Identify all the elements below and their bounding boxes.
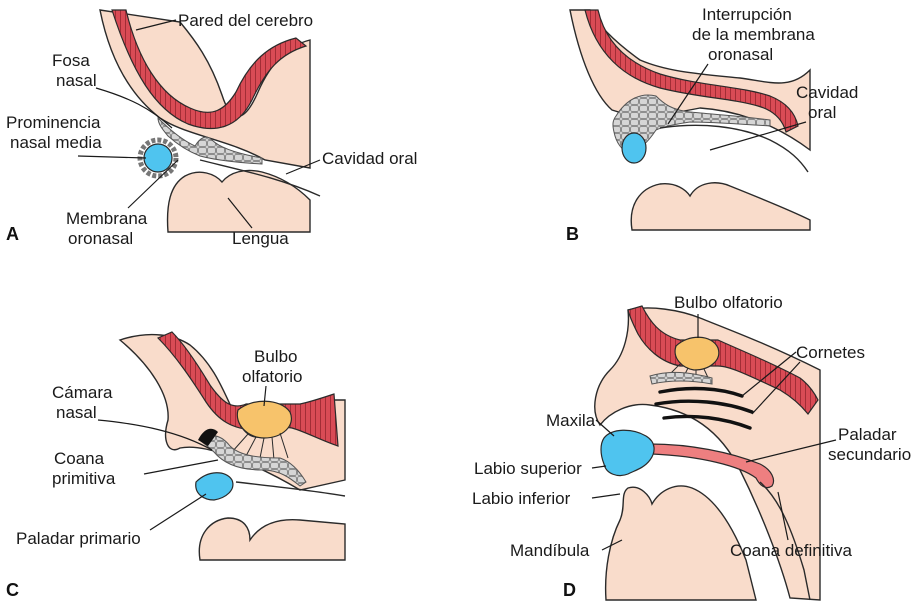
label-secondary-palate-line2: secundario (828, 445, 911, 464)
label-olfactory-bulb-c-line2: olfatorio (242, 367, 302, 386)
label-oronasal-membrane-line1: Membrana (66, 209, 148, 228)
label-upper-lip: Labio superior (474, 459, 582, 478)
label-oral-cavity-b-line1: Cavidad (796, 83, 858, 102)
panel-d: D Bulbo olfatorio Cornetes Maxila Palada… (472, 293, 911, 600)
leader-upper-lip (592, 466, 606, 468)
label-lower-lip: Labio inferior (472, 489, 571, 508)
panel-a-medial-nasal-prominence (144, 144, 172, 172)
leader-maxilla (596, 420, 614, 436)
label-maxilla: Maxila (546, 411, 596, 430)
label-brain-wall: Pared del cerebro (178, 11, 313, 30)
label-mandible: Mandíbula (510, 541, 590, 560)
leader-primitive-choana (144, 460, 218, 474)
label-oronasal-membrane-line2: oronasal (68, 229, 133, 248)
label-definitive-choana: Coana definitiva (730, 541, 852, 560)
label-olfactory-bulb-d: Bulbo olfatorio (674, 293, 783, 312)
label-primitive-choana-line2: primitiva (52, 469, 116, 488)
panel-d-maxilla (601, 430, 654, 475)
label-nasal-pit-line1: Fosa (52, 51, 90, 70)
panel-a: A Pared del cerebro Fosa nasal Prominenc… (6, 10, 417, 248)
panel-d-letter: D (563, 580, 576, 600)
panel-c-lower-jaw (199, 518, 345, 560)
label-nasal-chamber-line2: nasal (56, 403, 97, 422)
label-rupture-line3: oronasal (708, 45, 773, 64)
label-oral-cavity-b-line2: oral (808, 103, 836, 122)
panel-b: B Interrupción de la membrana oronasal C… (566, 5, 858, 244)
label-olfactory-bulb-c-line1: Bulbo (254, 347, 297, 366)
label-rupture-line1: Interrupción (702, 5, 792, 24)
label-tongue: Lengua (232, 229, 289, 248)
label-nasal-pit-line2: nasal (56, 71, 97, 90)
panel-c-palate (196, 473, 233, 500)
leader-lower-lip (592, 494, 620, 498)
leader-medial-prominence (78, 156, 146, 158)
label-medial-prominence-line1: Prominencia (6, 113, 101, 132)
panel-a-letter: A (6, 224, 19, 244)
label-secondary-palate-line1: Paladar (838, 425, 897, 444)
label-conchae: Cornetes (796, 343, 865, 362)
panel-b-letter: B (566, 224, 579, 244)
label-primitive-choana-line1: Coana (54, 449, 105, 468)
panel-c: C Bulbo olfatorio Cámara nasal Coana pri… (6, 332, 345, 600)
label-rupture-line2: de la membrana (692, 25, 815, 44)
panel-d-olfactory-bulb (675, 337, 719, 370)
panel-b-medial-nasal-prominence (622, 133, 646, 163)
label-primary-palate: Paladar primario (16, 529, 141, 548)
label-oral-cavity-a: Cavidad oral (322, 149, 417, 168)
panel-c-letter: C (6, 580, 19, 600)
leader-primary-palate (150, 494, 206, 530)
label-medial-prominence-line2: nasal media (10, 133, 102, 152)
label-nasal-chamber-line1: Cámara (52, 383, 113, 402)
panel-b-lower-jaw (631, 183, 810, 230)
panel-a-tongue (168, 170, 310, 232)
